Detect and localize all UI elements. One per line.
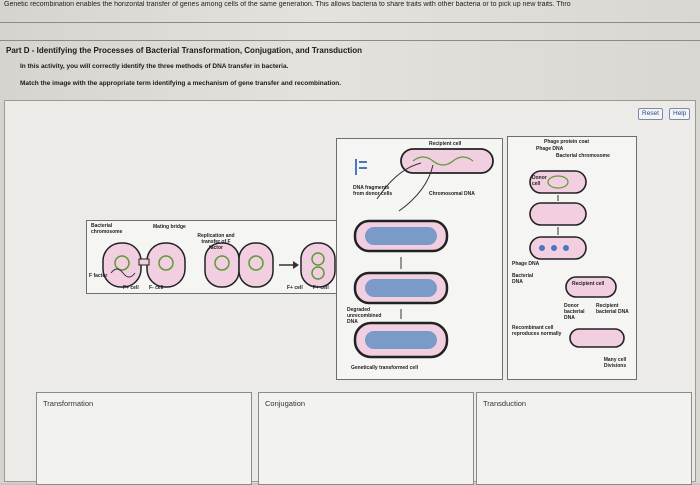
label-chromosomal-dna: Chromosomal DNA	[429, 191, 475, 197]
label-many-divisions: Many cell Divisions	[603, 357, 627, 369]
help-button[interactable]: Help	[669, 108, 691, 120]
label-donor-bacterial-dna: Donor bacterial DNA	[564, 303, 585, 321]
part-title: Part D - Identifying the Processes of Ba…	[6, 46, 363, 55]
transduction-image[interactable]: Phage protein coat Phage DNA Bacterial c…	[507, 136, 637, 380]
label-phage-dna-2: Phage DNA	[512, 261, 540, 267]
target-label-transduction: Transduction	[483, 399, 527, 408]
transformation-illustration	[353, 148, 494, 359]
divider	[0, 40, 700, 41]
label-bacterial-chromosome: Bacterial chromosome	[91, 223, 123, 235]
label-f-plus-cell: F+ cell	[123, 285, 139, 291]
label-replication: Replication and transfer of F factor	[197, 233, 235, 251]
label-f-plus-cell-2: F+ cell	[287, 285, 303, 291]
label-f-plus-cell-3: F+ cell	[313, 285, 329, 291]
label-recipient-cell-2: Recipient cell	[572, 281, 605, 287]
label-recombinant: Recombinant cell reproduces normally	[512, 325, 562, 337]
divider	[0, 22, 700, 23]
label-donor-cell: Donor cell	[532, 175, 547, 187]
label-genetically-transformed: Genetically transformed cell	[351, 365, 418, 371]
intro-text: Genetic recombination enables the horizo…	[4, 1, 571, 8]
label-f-factor: F factor	[89, 273, 108, 279]
drop-target-conjugation[interactable]: Conjugation	[258, 392, 474, 485]
instruction-1: In this activity, you will correctly ide…	[20, 63, 289, 70]
conjugation-illustration	[102, 242, 336, 288]
label-recipient-bacterial-dna: Recipient bacterial DNA	[596, 303, 629, 315]
reset-button[interactable]: Reset	[638, 108, 663, 120]
label-bacterial-chromosome-2: Bacterial chromosome	[556, 153, 610, 159]
target-label-transformation: Transformation	[43, 399, 94, 408]
label-phage-dna: Phage DNA	[536, 146, 564, 152]
label-recipient-cell: Recipient cell	[429, 141, 462, 147]
label-f-minus-cell: F- cell	[149, 285, 164, 291]
transformation-image[interactable]: Recipient cell DNA fragments from donor …	[336, 138, 503, 380]
drop-target-transformation[interactable]: Transformation	[36, 392, 252, 485]
transduction-illustration	[529, 170, 625, 348]
target-label-conjugation: Conjugation	[265, 399, 306, 408]
label-bacterial-dna: Bacterial DNA	[512, 273, 534, 285]
label-mating-bridge: Mating bridge	[153, 224, 186, 230]
drop-target-transduction[interactable]: Transduction	[476, 392, 692, 485]
label-degraded-dna: Degraded unrecombined DNA	[347, 307, 382, 325]
label-dna-fragments: DNA fragments from donor cells	[353, 185, 393, 197]
conjugation-image[interactable]: Bacterial chromosome Mating bridge Repli…	[86, 220, 342, 294]
label-phage-protein-coat: Phage protein coat	[544, 139, 590, 145]
instruction-2: Match the image with the appropriate ter…	[20, 80, 342, 87]
